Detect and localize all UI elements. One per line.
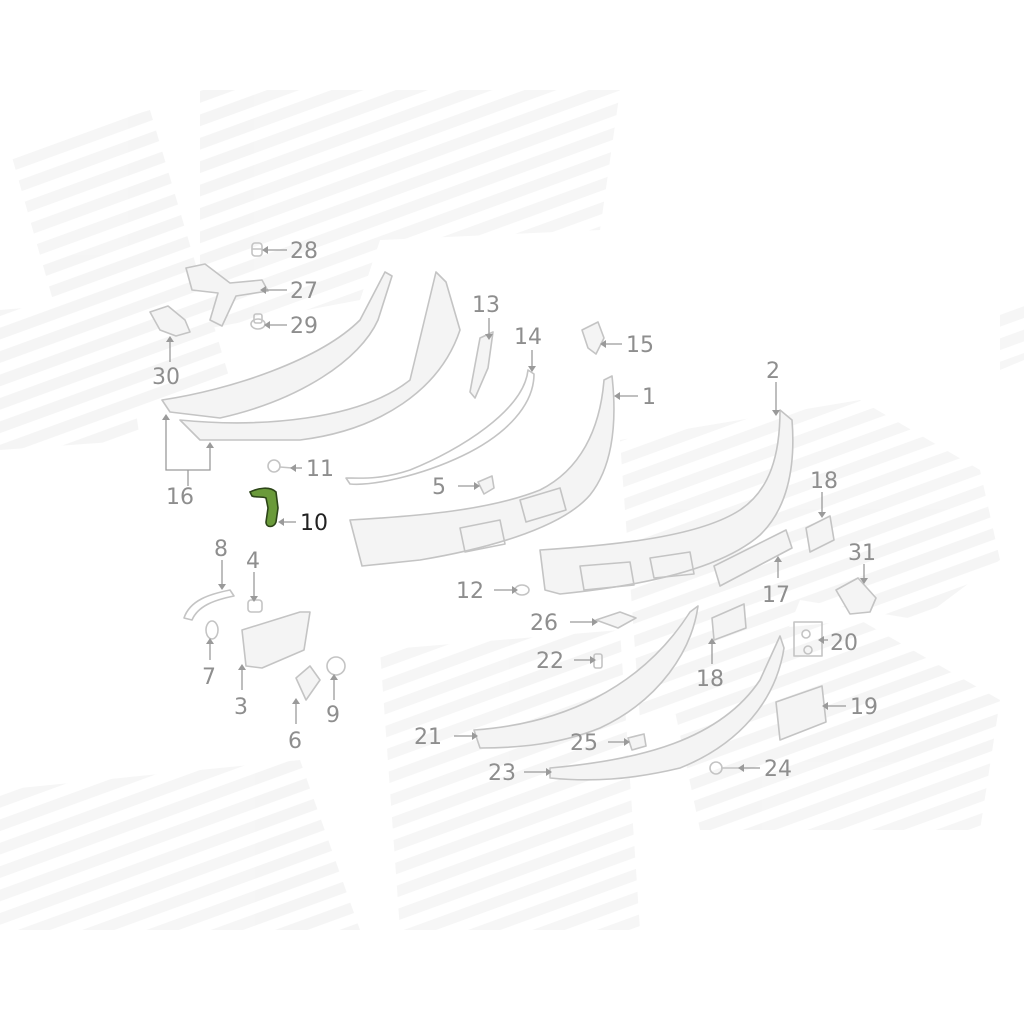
part-27-bracket	[185, 263, 269, 327]
part-18-plate-upper	[805, 515, 835, 553]
part-28-clip	[251, 242, 263, 257]
callout-1: 1	[642, 385, 656, 410]
part-31-bracket	[835, 577, 877, 615]
part-11-screw	[267, 459, 293, 473]
part-23-valance	[549, 635, 785, 781]
part-9-grommet	[326, 656, 346, 676]
callout-12: 12	[456, 579, 484, 604]
callout-7: 7	[202, 665, 216, 690]
callout-9: 9	[326, 703, 340, 728]
callout-23: 23	[488, 761, 516, 786]
callout-6: 6	[288, 729, 302, 754]
callout-26: 26	[530, 611, 558, 636]
part-24-screw	[709, 761, 741, 775]
part-13-strip	[469, 331, 494, 399]
callout-16: 16	[166, 485, 194, 510]
callout-19: 19	[850, 695, 878, 720]
part-29-grommet	[250, 313, 266, 330]
part-6-bracket	[295, 665, 321, 701]
part-2-reinforcement	[539, 409, 794, 595]
part-30-mount	[149, 305, 191, 337]
part-16-lower-strip	[179, 271, 461, 441]
callout-15: 15	[626, 333, 654, 358]
part-17-grille	[713, 529, 793, 587]
callout-21: 21	[414, 725, 442, 750]
callout-11: 11	[306, 457, 334, 482]
callout-30: 30	[152, 365, 180, 390]
part-25-clip	[627, 733, 647, 751]
part-19-license-bracket	[775, 685, 827, 741]
part-8-rod	[183, 589, 235, 621]
part-21-lower-strip	[473, 605, 699, 749]
part-1-bumper-cover	[349, 375, 615, 567]
callout-24: 24	[764, 757, 792, 782]
callout-2: 2	[766, 359, 780, 384]
callout-10-highlighted: 10	[300, 511, 328, 536]
callout-27: 27	[290, 279, 318, 304]
part-26-bracket	[595, 611, 637, 629]
leader-lines	[165, 249, 865, 773]
callout-8: 8	[214, 537, 228, 562]
callout-25: 25	[570, 731, 598, 756]
part-3-bracket	[241, 611, 311, 669]
callout-20: 20	[830, 631, 858, 656]
callout-4: 4	[246, 549, 260, 574]
part-4-clip	[247, 599, 263, 613]
part-16-upper-cover	[161, 271, 393, 419]
callout-3: 3	[234, 695, 248, 720]
part-5-clip	[477, 475, 495, 495]
part-14-trim	[345, 369, 535, 486]
callout-labels: 28 27 29 30 16 13 14 15 1 2 11 5 10 18 3…	[152, 239, 878, 786]
callout-29: 29	[290, 314, 318, 339]
callout-31: 31	[848, 541, 876, 566]
callout-22: 22	[536, 649, 564, 674]
callout-18-lower: 18	[696, 667, 724, 692]
callout-17: 17	[762, 583, 790, 608]
callout-28: 28	[290, 239, 318, 264]
part-18-plate-lower	[711, 603, 747, 641]
part-10-bracket-highlighted	[248, 487, 279, 528]
callout-18-upper: 18	[810, 469, 838, 494]
part-7-washer	[205, 620, 219, 640]
callout-14: 14	[514, 325, 542, 350]
callout-13: 13	[472, 293, 500, 318]
arrowheads	[162, 246, 868, 776]
part-15-bracket	[581, 321, 605, 355]
callout-5: 5	[432, 475, 446, 500]
